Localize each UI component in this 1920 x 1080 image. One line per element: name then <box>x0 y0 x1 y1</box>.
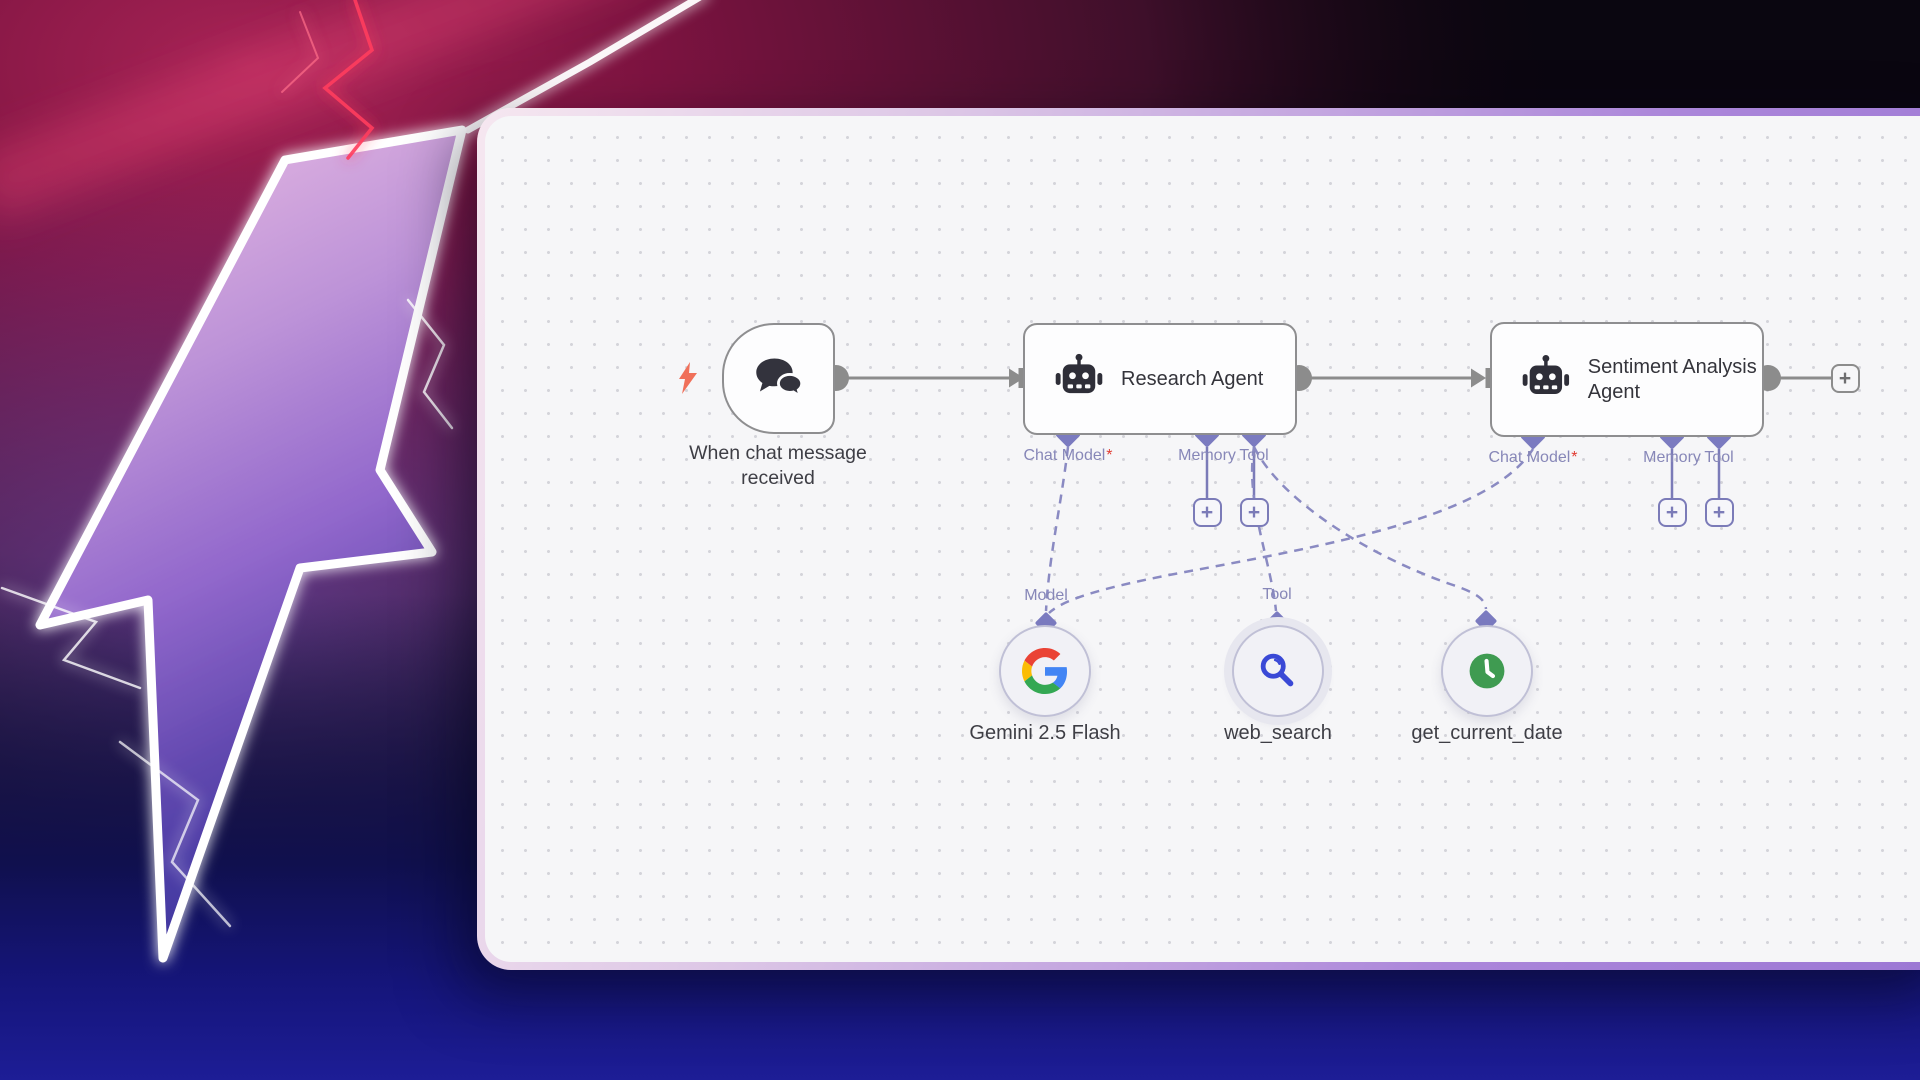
search-magnifier-icon <box>1260 653 1294 687</box>
connection-research-chatmodel-gemini[interactable] <box>1044 446 1070 612</box>
add-tool-research-button[interactable]: + <box>1239 498 1269 527</box>
white-tendril-bottom <box>118 740 232 928</box>
connection-research-tool-websearch[interactable] <box>1250 446 1278 612</box>
red-lightning-streak-2 <box>281 11 320 93</box>
workflow-canvas[interactable]: When chat message received <box>485 116 1920 962</box>
add-memory-research-button[interactable]: + <box>1192 498 1222 527</box>
workflow-editor-panel: When chat message received <box>477 108 1920 970</box>
google-logo-icon <box>1022 648 1068 694</box>
arrowhead-sentiment-input <box>1471 368 1486 388</box>
add-memory-sentiment-button[interactable]: + <box>1657 498 1687 527</box>
port-label-sentiment-memory: Memory <box>1643 449 1701 466</box>
port-label-gemini-model: Model <box>1024 587 1068 604</box>
node-title-sentiment-agent: Sentiment Analysis Agent <box>1587 356 1757 403</box>
connection-research-tool-getdate[interactable] <box>1252 446 1488 610</box>
white-tendril-left <box>0 586 142 690</box>
lightning-bolt-icon <box>679 362 697 394</box>
node-sentiment-agent[interactable]: Sentiment Analysis Agent <box>1490 322 1764 437</box>
port-label-websearch-tool: Tool <box>1262 586 1292 603</box>
connections-layer <box>823 365 1831 634</box>
node-web-search-tool[interactable] <box>1232 625 1324 717</box>
node-get-current-date-tool[interactable] <box>1441 625 1533 717</box>
port-label-sentiment-chat-model: Chat Model* <box>1473 449 1593 467</box>
required-asterisk: * <box>1571 449 1578 466</box>
lightning-bolt-graphic <box>35 125 467 963</box>
node-gemini-chat-model[interactable] <box>999 625 1091 717</box>
port-label-text: Chat Model <box>1023 447 1106 464</box>
connection-sentiment-chatmodel-gemini[interactable] <box>1048 448 1535 614</box>
chat-bubbles-icon <box>755 358 803 399</box>
red-lightning-streak <box>322 0 375 160</box>
node-label-gemini: Gemini 2.5 Flash <box>969 722 1121 744</box>
port-label-research-memory: Memory <box>1178 447 1236 464</box>
node-label-chat-trigger: When chat message received <box>689 442 867 490</box>
add-tool-sentiment-button[interactable]: + <box>1704 498 1734 527</box>
add-next-node-button[interactable]: + <box>1830 363 1860 393</box>
arrowhead-research-input <box>1009 368 1024 388</box>
port-label-research-tool: Tool <box>1239 447 1269 464</box>
robot-icon <box>1055 353 1103 394</box>
white-tendril-mid <box>406 298 454 430</box>
node-chat-trigger[interactable] <box>722 323 835 434</box>
node-label-web-search: web_search <box>1224 722 1332 744</box>
port-label-sentiment-tool: Tool <box>1704 449 1734 466</box>
node-title-research-agent: Research Agent <box>1121 367 1264 390</box>
white-streak <box>464 0 702 134</box>
port-label-research-chat-model: Chat Model* <box>1008 447 1128 465</box>
robot-icon <box>1522 354 1570 394</box>
node-label-get-current-date: get_current_date <box>1411 722 1563 744</box>
node-research-agent[interactable]: Research Agent <box>1023 323 1297 435</box>
required-asterisk: * <box>1106 447 1113 464</box>
clock-icon <box>1469 653 1505 689</box>
port-label-text: Chat Model <box>1488 449 1571 466</box>
